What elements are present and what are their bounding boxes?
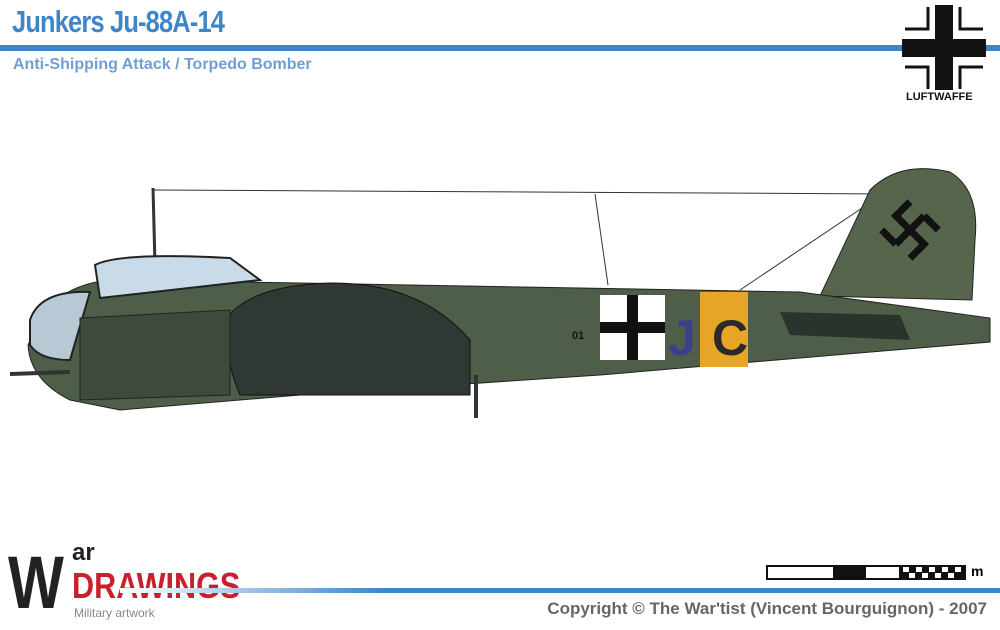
logo-w: W [8, 541, 64, 624]
logo-ar: ar [72, 539, 95, 566]
logo-drawings: DRAWINGS [72, 565, 241, 606]
fuselage-code: 01 [572, 330, 584, 342]
header-divider [0, 45, 1000, 51]
insignia-label: LUFTWAFFE [906, 91, 973, 103]
scale-bar [766, 565, 966, 580]
footer-divider [120, 588, 1000, 593]
wardrawings-logo[interactable]: W ar DRAWINGS Military artwork [8, 540, 308, 622]
code-letter-1: J [668, 310, 696, 366]
copyright-text: Copyright © The War'tist (Vincent Bourgu… [547, 599, 987, 618]
code-letter-2: C [712, 310, 748, 366]
scale-unit: m [971, 563, 984, 579]
page-title: Junkers Ju-88A-14 [12, 4, 225, 39]
balkenkreuz-icon [902, 5, 986, 90]
page-subtitle: Anti-Shipping Attack / Torpedo Bomber [13, 56, 312, 73]
logo-tagline: Military artwork [74, 606, 155, 620]
aircraft-illustration: 01 J C [9, 168, 991, 418]
